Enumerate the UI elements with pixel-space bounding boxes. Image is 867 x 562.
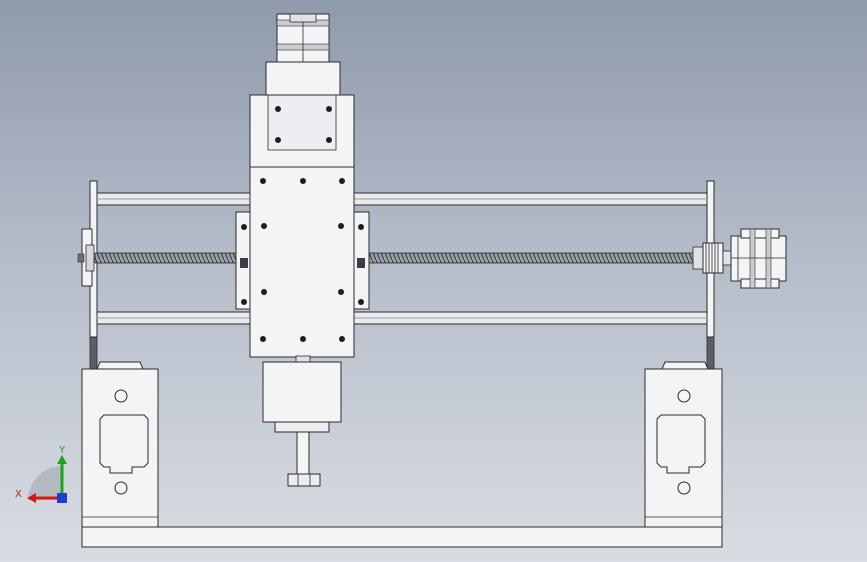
- x-stepper-motor: [730, 228, 787, 289]
- z-stepper-motor: [265, 13, 341, 96]
- x-axis-label: X: [15, 489, 22, 500]
- y-axis-label: Y: [58, 445, 66, 456]
- coordinate-triad[interactable]: Y X: [15, 445, 67, 503]
- z-axis-marker: [57, 493, 67, 503]
- base-plate: [81, 526, 723, 548]
- right-post: [706, 336, 715, 370]
- shaft-coupling: [692, 242, 732, 274]
- lead-screw: [94, 252, 696, 264]
- left-post: [89, 336, 98, 370]
- right-support-block: [644, 361, 723, 528]
- spindle: [262, 355, 342, 487]
- z-axis-plate: [249, 166, 355, 358]
- left-support-block: [81, 361, 159, 528]
